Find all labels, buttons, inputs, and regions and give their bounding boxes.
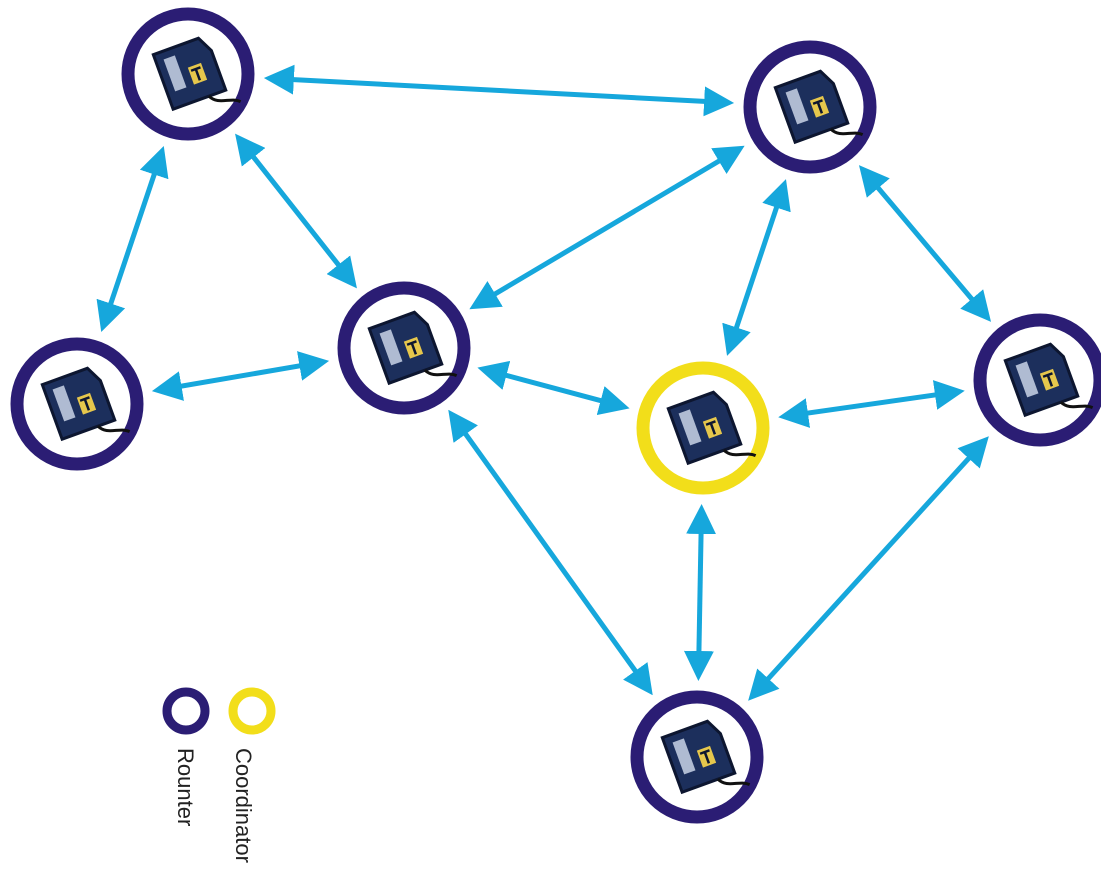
link-n3-n4 [151, 351, 330, 401]
link-n1-n3 [96, 146, 169, 332]
router-ring [973, 313, 1101, 447]
link-n5-n6 [778, 380, 965, 428]
legend-coordinator-label: Coordinator [231, 748, 256, 863]
router-ring [337, 281, 471, 415]
link-n4-n5 [477, 360, 630, 416]
link-n4-n2 [469, 145, 745, 310]
node-router-n6 [973, 313, 1101, 447]
router-ring [630, 690, 764, 824]
legend: Rounter Coordinator [162, 687, 276, 863]
node-router-n2 [743, 40, 877, 174]
link-n6-n7 [748, 436, 989, 701]
node-router-n4 [337, 281, 471, 415]
router-ring [743, 40, 877, 174]
radio-module-icon [40, 366, 131, 442]
router-ring [10, 337, 144, 471]
node-router-n7 [630, 690, 764, 824]
legend-router-swatch [162, 687, 210, 735]
radio-module-icon [151, 36, 242, 112]
links-layer [96, 64, 992, 701]
legend-coordinator-swatch [228, 687, 276, 735]
link-n2-n5 [722, 179, 791, 356]
nodes-layer [10, 7, 1101, 824]
link-n1-n4 [235, 133, 357, 289]
radio-module-icon [1003, 342, 1094, 418]
router-ring [121, 7, 255, 141]
legend-router-label: Rounter [173, 748, 198, 826]
radio-module-icon [367, 310, 458, 386]
node-router-n3 [10, 337, 144, 471]
link-n4-n7 [448, 409, 653, 696]
link-n2-n6 [858, 165, 992, 322]
radio-module-icon [660, 719, 751, 795]
radio-module-icon [773, 69, 864, 145]
coordinator-ring [636, 361, 770, 495]
link-n1-n2 [263, 64, 735, 117]
node-coordinator-n5 [636, 361, 770, 495]
link-n5-n7 [683, 503, 717, 682]
radio-module-icon [666, 390, 757, 466]
node-router-n1 [121, 7, 255, 141]
